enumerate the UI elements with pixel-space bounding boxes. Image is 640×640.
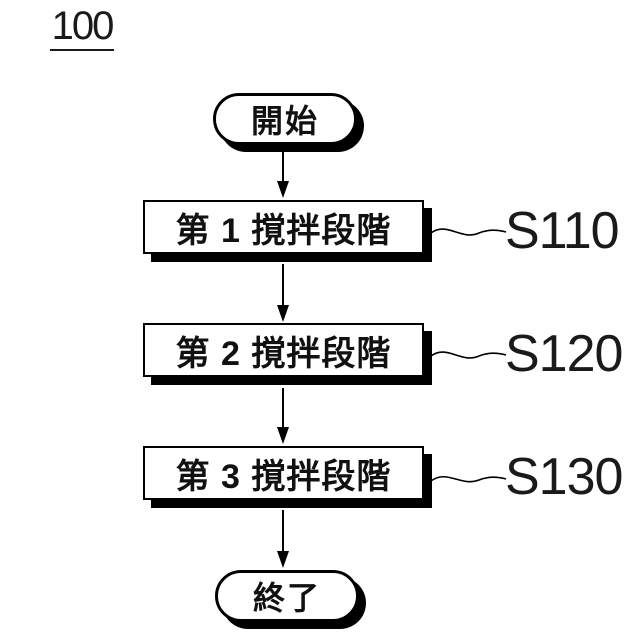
flow-arrow-line: [282, 146, 284, 182]
flow-arrow-line: [282, 388, 284, 428]
process-node-label: 第 2 撹拌段階: [175, 334, 392, 373]
flow-arrow-head: [277, 551, 289, 568]
flow-arrow-line: [282, 510, 284, 552]
flow-arrow-head: [277, 181, 289, 198]
step-id-label: S110: [505, 202, 620, 260]
flow-arrow-head: [277, 427, 289, 444]
process-node-step2: 第 2 撹拌段階: [143, 323, 424, 377]
flow-arrow-head: [277, 305, 289, 322]
start-node: 開始: [213, 93, 357, 145]
leader-line: [430, 475, 507, 483]
end-node-label: 終了: [252, 580, 321, 616]
end-node: 終了: [215, 570, 359, 622]
leader-line: [430, 351, 507, 359]
flow-arrow-line: [282, 264, 284, 306]
process-node-label: 第 1 撹拌段階: [175, 211, 392, 250]
figure-number: 100: [50, 4, 114, 51]
process-node-step1: 第 1 撹拌段階: [143, 200, 424, 254]
start-node-label: 開始: [250, 103, 319, 139]
step-id-label: S120: [505, 325, 623, 383]
process-node-step3: 第 3 撹拌段階: [143, 446, 424, 500]
leader-line: [430, 228, 507, 236]
process-node-label: 第 3 撹拌段階: [175, 457, 392, 496]
step-id-label: S130: [505, 448, 623, 506]
